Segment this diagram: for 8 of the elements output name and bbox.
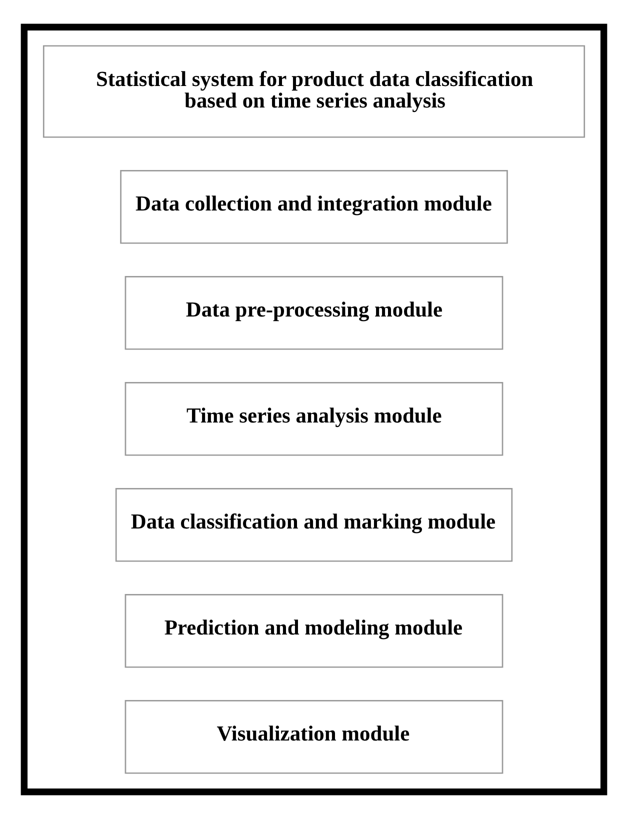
node-box: Prediction and modeling module <box>124 594 504 668</box>
node-box: Data pre-processing module <box>124 276 504 350</box>
node-box: Data collection and integration module <box>120 170 508 244</box>
node-box: Statistical system for product data classification based on time series analysis <box>42 44 586 138</box>
node-box: Data classification and marking module <box>115 488 513 562</box>
node-box: Visualization module <box>124 700 504 774</box>
cluster <box>20 23 608 795</box>
node-box: Time series analysis module <box>124 382 504 456</box>
